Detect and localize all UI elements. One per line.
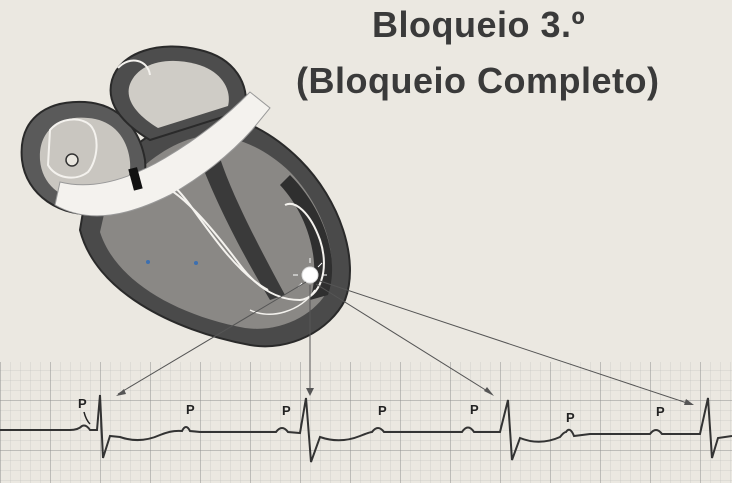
left-atrium-chamber [128,60,229,128]
atrial-pathway-left [117,59,151,76]
p-wave-label: P [186,402,195,417]
sa-node [65,153,79,167]
p-wave-label: P [566,410,575,425]
p-wave-label: P [656,404,665,419]
marker-dot [146,260,150,264]
arrow-heads [116,387,694,405]
ecg-grid [0,362,732,483]
heart-illustration [20,45,351,348]
right-atrium-chamber [39,117,131,201]
atrial-pathway-right [46,118,98,179]
bundle-branch-left [154,181,325,302]
p-wave-label: P [282,403,291,418]
av-ring-band [54,91,271,217]
av-block-marker [128,167,143,191]
ecg-trace [0,394,732,463]
title-line-1: Bloqueio 3.º [372,4,586,45]
lv-wall [280,175,333,300]
p-wave-label: P [378,403,387,418]
conduction-arrows [117,280,691,405]
septum [200,158,285,300]
ventricular-pacemaker [301,266,319,284]
title-line-2: (Bloqueio Completo) [296,60,660,101]
marker-dot [194,261,198,265]
first-p-pointer [83,411,91,425]
p-wave-label: P [78,396,87,411]
p-wave-label: P [470,402,479,417]
